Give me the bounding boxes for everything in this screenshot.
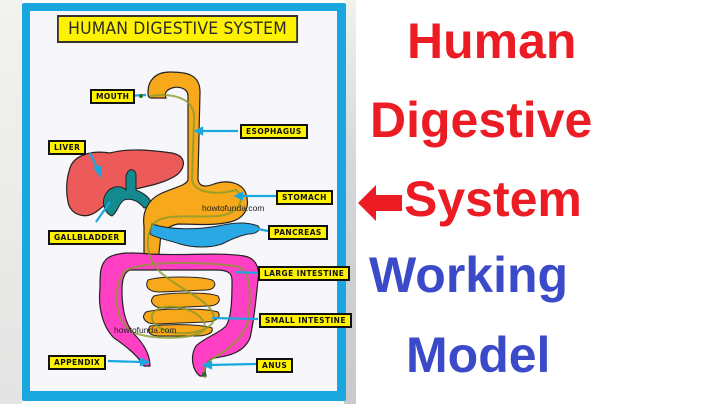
heading-line-digestive: Digestive xyxy=(370,92,593,148)
pancreas-shape xyxy=(149,222,260,248)
heading-line-system: System xyxy=(404,171,582,227)
label-anus: ANUS xyxy=(256,358,294,373)
label-liver: LIVER xyxy=(48,140,87,155)
anus-tube-end xyxy=(202,372,206,376)
mouth-tube-end xyxy=(139,94,143,98)
heading-line-working: Working xyxy=(369,247,569,303)
left-arrow-icon xyxy=(358,185,402,221)
watermark-top: howtofunda.com xyxy=(202,203,265,213)
heading-line-model: Model xyxy=(406,327,551,383)
model-tube xyxy=(115,94,251,379)
label-pancreas: PANCREAS xyxy=(268,225,328,240)
heading-line-human: Human xyxy=(407,13,577,69)
watermark-bottom: howtofunda.com xyxy=(114,325,177,335)
label-esophagus: ESOPHAGUS xyxy=(240,124,308,139)
small-intestine-shape xyxy=(143,276,220,337)
label-small-intestine: SMALL INTESTINE xyxy=(259,313,352,328)
label-stomach: STOMACH xyxy=(276,190,333,205)
label-mouth: MOUTH xyxy=(90,89,136,104)
label-gallbladder: GALLBLADDER xyxy=(48,230,126,245)
photo-backdrop-right xyxy=(344,0,356,404)
digestive-system-diagram xyxy=(66,71,276,379)
poster-title: HUMAN DIGESTIVE SYSTEM xyxy=(57,15,299,43)
label-large-intestine: LARGE INTESTINE xyxy=(258,266,351,281)
label-appendix: APPENDIX xyxy=(48,355,107,370)
photo-backdrop-left xyxy=(0,0,22,404)
